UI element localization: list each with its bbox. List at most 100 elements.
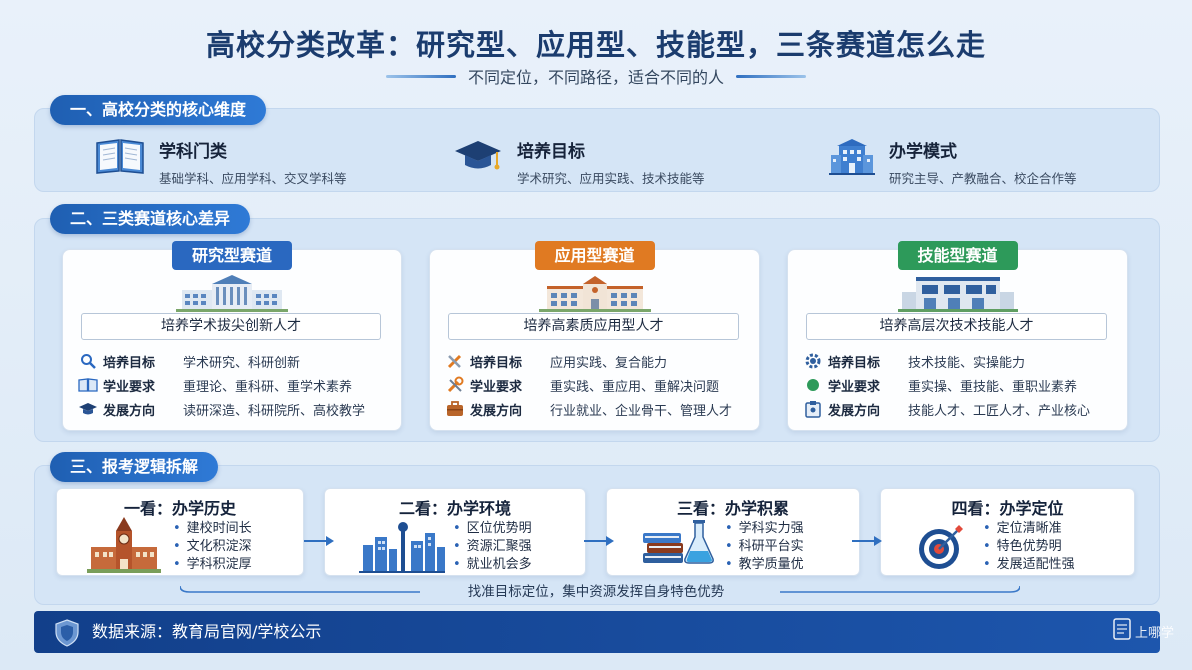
row-key: 学业要求: [103, 379, 156, 395]
row-value: 重实操、重技能、重职业素养: [908, 379, 1078, 395]
graduation-cap-icon: [453, 137, 503, 179]
book-icon: [95, 137, 145, 179]
track-card-applied: 应用型赛道 培养高素质应用型人才 培养目标 应用实践、复合能力 学业要求 重实践…: [429, 241, 760, 431]
step-point: 科研平台实: [725, 538, 804, 556]
flow-connector-line: [180, 585, 1020, 593]
gear-icon: [802, 352, 824, 370]
step-points: 区位优势明 资源汇聚强 就业机会多: [453, 520, 532, 574]
row-key: 发展方向: [470, 403, 523, 419]
step-points: 定位清晰准 特色优势明 发展适配性强: [983, 520, 1075, 574]
magnifier-icon: [77, 352, 99, 370]
dimension-goal: 培养目标 学术研究、应用实践、技术技能等: [453, 137, 705, 187]
open-book-icon: [77, 376, 99, 394]
shield-icon: [54, 619, 80, 651]
step-positioning: 四看：办学定位 定位清晰准 特色优势明 发展适配性强: [880, 488, 1135, 576]
city-skyline-icon: [359, 515, 445, 577]
step-point: 区位优势明: [453, 520, 532, 538]
dimension-desc: 研究主导、产教融合、校企合作等: [889, 171, 1077, 186]
track-goal: 培养学术拔尖创新人才: [81, 313, 381, 340]
track-row: 发展方向 行业就业、企业骨干、管理人才: [444, 397, 749, 421]
step-point: 发展适配性强: [983, 556, 1075, 574]
track-badge: 研究型赛道: [171, 241, 293, 270]
track-card-research: 研究型赛道 培养学术拔尖创新人才 培养目标 学术研究、科研创新 学业要求 重理论…: [62, 241, 402, 431]
step-point: 学科积淀厚: [173, 556, 252, 574]
row-key: 发展方向: [828, 403, 881, 419]
subtitle-divider-right: [736, 74, 806, 78]
step-title: 四看：办学定位: [951, 499, 1064, 518]
step-title: 二看：办学环境: [398, 499, 511, 518]
step-point: 资源汇聚强: [453, 538, 532, 556]
row-value: 行业就业、企业骨干、管理人才: [550, 403, 733, 419]
watermark-text: 上哪学: [1134, 625, 1174, 641]
footer-bar: 数据来源：教育局官网/学校公示: [34, 611, 1160, 653]
track-row: 学业要求 重实践、重应用、重解决问题: [444, 373, 749, 397]
row-value: 技能人才、工匠人才、产业核心: [908, 403, 1091, 419]
step-point: 定位清晰准: [983, 520, 1075, 538]
target-icon: [917, 523, 965, 575]
row-key: 培养目标: [470, 355, 523, 371]
factory-building-icon: [897, 272, 1018, 316]
clock-tower-icon: [87, 515, 161, 577]
row-value: 读研深造、科研院所、高校教学: [183, 403, 366, 419]
arrow-right-icon: [852, 536, 882, 546]
row-key: 学业要求: [828, 379, 881, 395]
step-point: 学科实力强: [725, 520, 804, 538]
document-icon: [1113, 618, 1131, 644]
row-value: 重理论、重科研、重学术素养: [183, 379, 353, 395]
dot-icon: [802, 376, 824, 394]
row-key: 培养目标: [828, 355, 881, 371]
track-row: 发展方向 读研深造、科研院所、高校教学: [77, 397, 391, 421]
dimensions-panel: 学科门类 基础学科、应用学科、交叉学科等 培养目标 学术研究、应用实践、技术技能…: [34, 108, 1160, 192]
logic-summary: 找准目标定位，集中资源发挥自身特色优势: [467, 584, 725, 600]
track-badge: 应用型赛道: [534, 241, 655, 270]
watermark: 上哪学: [1113, 618, 1174, 644]
step-history: 一看：办学历史 建校时间长 文化积淀深 学科积淀厚: [56, 488, 304, 576]
arrow-right-icon: [584, 536, 614, 546]
step-point: 教学质量优: [725, 556, 804, 574]
step-points: 学科实力强 科研平台实 教学质量优: [725, 520, 804, 574]
graduation-cap-icon: [77, 400, 99, 418]
subtitle-divider-left: [385, 74, 456, 78]
row-value: 学术研究、科研创新: [183, 355, 301, 371]
dimension-title: 学科门类: [159, 142, 227, 162]
dimension-discipline: 学科门类 基础学科、应用学科、交叉学科等: [95, 137, 347, 187]
step-point: 文化积淀深: [173, 538, 252, 556]
section-label-logic: 三、报考逻辑拆解: [50, 452, 219, 482]
step-point: 建校时间长: [173, 520, 252, 538]
books-flask-icon: [641, 515, 717, 571]
step-points: 建校时间长 文化积淀深 学科积淀厚: [173, 520, 252, 574]
track-goal: 培养高素质应用型人才: [448, 313, 739, 340]
row-value: 技术技能、实操能力: [908, 355, 1026, 371]
step-point: 就业机会多: [453, 556, 532, 574]
track-row: 培养目标 技术技能、实操能力: [802, 349, 1117, 373]
row-key: 学业要求: [470, 379, 523, 395]
row-key: 发展方向: [103, 403, 156, 419]
section-label-dimensions: 一、高校分类的核心维度: [50, 95, 267, 125]
step-title: 三看：办学积累: [676, 499, 789, 518]
section-label-tracks: 二、三类赛道核心差异: [50, 204, 251, 234]
page-title: 高校分类改革：研究型、应用型、技能型，三条赛道怎么走: [205, 28, 986, 62]
campus-building-icon: [538, 272, 651, 316]
row-key: 培养目标: [103, 355, 156, 371]
university-building-icon: [176, 272, 288, 316]
wrench-icon: [444, 376, 466, 394]
data-source: 数据来源：教育局官网/学校公示: [92, 622, 322, 641]
subtitle-row: 不同定位，不同路径，适合不同的人: [0, 64, 1192, 88]
step-title: 一看：办学历史: [123, 499, 236, 518]
track-row: 学业要求 重实操、重技能、重职业素养: [802, 373, 1117, 397]
row-value: 应用实践、复合能力: [550, 355, 668, 371]
track-row: 培养目标 应用实践、复合能力: [444, 349, 749, 373]
arrow-right-icon: [304, 536, 334, 546]
dimension-desc: 学术研究、应用实践、技术技能等: [517, 171, 705, 186]
track-row: 学业要求 重理论、重科研、重学术素养: [77, 373, 391, 397]
page-subtitle: 不同定位，不同路径，适合不同的人: [467, 68, 724, 87]
track-goal: 培养高层次技术技能人才: [806, 313, 1107, 340]
track-row: 发展方向 技能人才、工匠人才、产业核心: [802, 397, 1117, 421]
clipboard-icon: [802, 400, 824, 418]
building-icon: [829, 137, 875, 179]
dimension-desc: 基础学科、应用学科、交叉学科等: [159, 171, 347, 186]
tools-icon: [444, 352, 466, 370]
dimension-title: 办学模式: [889, 142, 957, 162]
step-environment: 二看：办学环境 区位优势明 资源汇聚强 就业机会多: [324, 488, 586, 576]
dimension-mode: 办学模式 研究主导、产教融合、校企合作等: [829, 137, 1077, 187]
